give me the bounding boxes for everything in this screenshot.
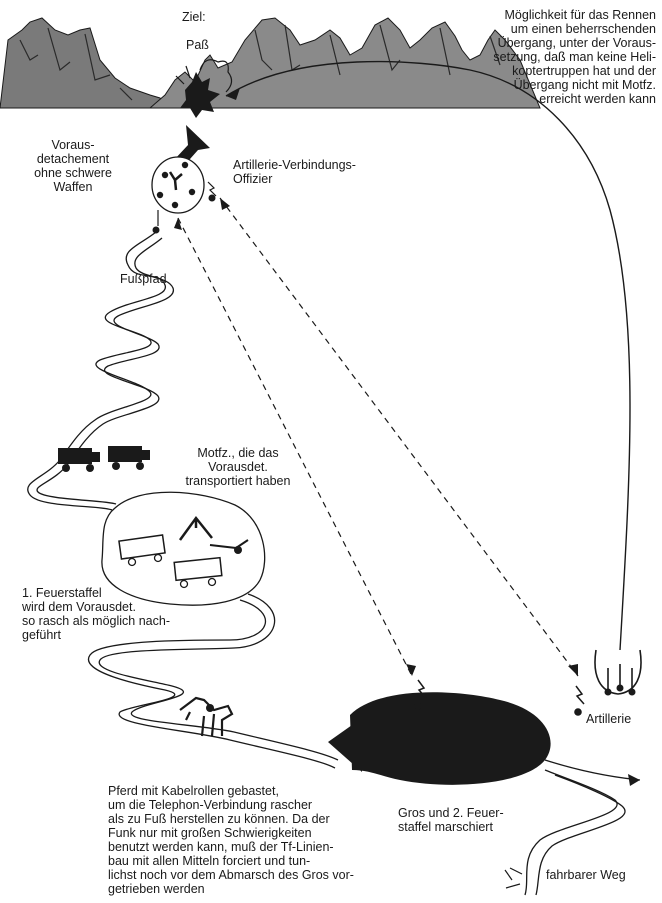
main-body-label: Gros und 2. Feuer- staffel marschiert xyxy=(398,806,528,834)
trucks-label: Motfz., die das Vorausdet. transportiert… xyxy=(178,446,298,488)
artillery-liaison-label: Artillerie-Verbindungs- Offizier xyxy=(233,158,413,186)
horse-note: Pferd mit Kabelrollen gebastet, um die T… xyxy=(108,784,368,896)
truck-icons xyxy=(58,446,150,472)
advance-detachment-label: Voraus- detachement ohne schwere Waffen xyxy=(18,138,128,194)
main-body-symbol xyxy=(328,680,551,785)
advance-detachment-symbol xyxy=(152,125,216,234)
footpath-label: Fußpfad xyxy=(120,272,167,286)
pass-label: Paß xyxy=(186,38,209,52)
radio-links xyxy=(178,198,578,676)
artillery-symbol xyxy=(574,650,641,716)
goal-label: Ziel: xyxy=(182,10,206,24)
road-marker-scribble xyxy=(505,868,522,888)
race-note: Möglichkeit für das Rennen um einen behe… xyxy=(436,8,656,106)
road-label: fahrbarer Weg xyxy=(546,868,626,882)
artillery-label: Artillerie xyxy=(586,712,631,726)
first-fire-group-label: 1. Feuerstaffel wird dem Vorausdet. so r… xyxy=(22,586,232,642)
race-route-curve xyxy=(226,62,630,650)
